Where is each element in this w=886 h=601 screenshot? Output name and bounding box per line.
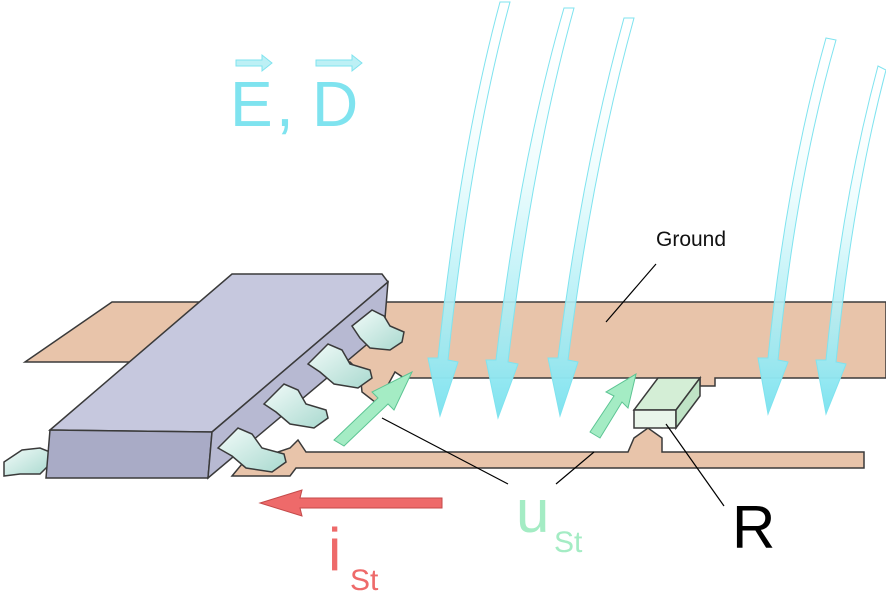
vector-arrow-D <box>315 53 363 73</box>
chip-lead-4 <box>350 309 405 351</box>
current-label-main: i <box>328 516 341 583</box>
field-label: E , D <box>230 53 363 140</box>
resistor-front <box>633 409 677 429</box>
field-arrow-4 <box>757 37 837 416</box>
field-arrow-1 <box>427 1 511 418</box>
chip-front-face <box>45 429 213 479</box>
chip-lead-2 <box>262 383 329 429</box>
voltage-leader-1 <box>381 417 509 485</box>
field-E-text: E <box>230 68 273 140</box>
voltage-label-sub: St <box>554 526 583 559</box>
leader-lines <box>381 263 725 507</box>
chip-leads <box>216 309 405 473</box>
ground-leader <box>605 263 657 323</box>
resistor-side <box>675 375 701 431</box>
field-arrow-5 <box>815 65 886 416</box>
ic-chip <box>45 273 390 480</box>
current-arrow <box>258 489 443 517</box>
voltage-arrows <box>333 370 637 447</box>
signal-trace <box>230 427 865 477</box>
vector-arrow-E <box>235 53 273 73</box>
voltage-label-main: u <box>516 478 549 545</box>
current-label-sub: St <box>350 564 379 596</box>
field-sep-text: , <box>276 68 294 140</box>
field-arrow-2 <box>485 7 575 420</box>
resistor-label: R <box>732 494 775 561</box>
voltage-label: u St <box>516 478 583 559</box>
voltage-arrow-2 <box>589 372 637 439</box>
resistor-leader <box>665 423 725 507</box>
field-arrows <box>427 1 886 420</box>
chip-left-lead <box>3 447 51 477</box>
current-label: i St <box>328 516 379 597</box>
voltage-leader-2 <box>555 451 595 485</box>
field-arrow-3 <box>547 17 635 418</box>
ground-label: Ground <box>656 228 726 251</box>
resistor-component <box>632 375 702 431</box>
voltage-arrow-1 <box>333 370 414 447</box>
chip-lead-3 <box>306 343 373 389</box>
chip-lead-1 <box>216 427 287 473</box>
field-D-text: D <box>312 68 358 140</box>
